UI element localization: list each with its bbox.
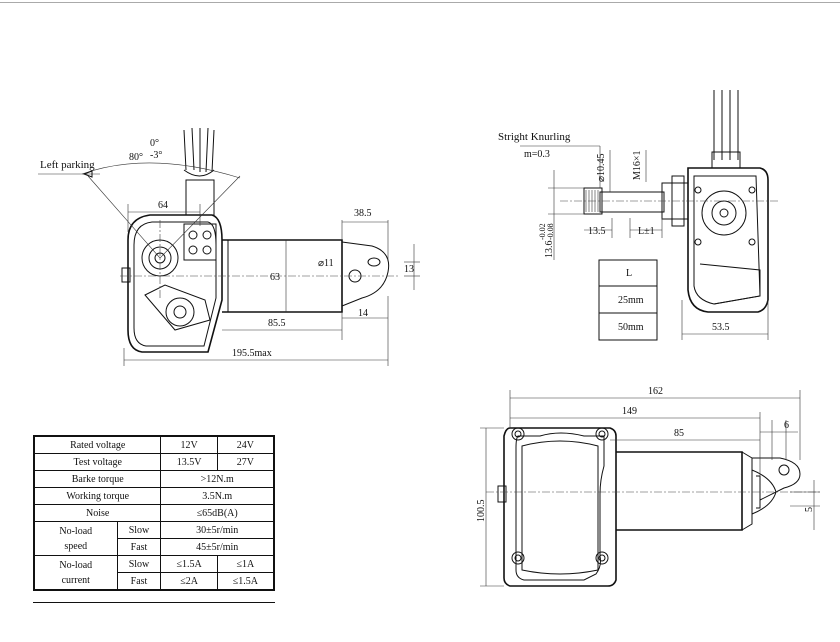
dim-d10-45-label: ⌀10.45 — [596, 153, 607, 182]
dim-53-5-label: 53.5 — [712, 322, 730, 333]
noise-label: Noise — [33, 504, 162, 522]
table-row: Noise ≤65dB(A) — [33, 504, 275, 522]
l-value-table: L 25mm 50mm — [598, 259, 658, 341]
table-row: Working torque 3.5N.m — [33, 487, 275, 505]
dim-195-5-label: 195.5max — [232, 348, 272, 359]
table-row: Fast 45±5r/min — [34, 538, 275, 556]
noload-current-slow-label: Slow — [116, 555, 162, 573]
spec-table: Rated voltage 12V 24V Test voltage 13.5V… — [33, 435, 275, 591]
dim-149-label: 149 — [622, 406, 637, 417]
noload-speed-label-line2: speed — [64, 540, 88, 552]
knurling-label: Stright Knurling — [498, 131, 571, 143]
left-parking-label: Left parking — [40, 159, 95, 171]
dim-13-6-tol-top: -0.02 — [538, 223, 547, 240]
noload-current-fast-24v: ≤1.5A — [216, 572, 275, 591]
l-table-header: L — [626, 268, 632, 279]
table-row: Rated voltage 12V 24V — [33, 435, 275, 454]
dim-5-label: 5 — [804, 507, 815, 512]
angle-0-label: 0° — [150, 138, 159, 149]
rated-voltage-label: Rated voltage — [33, 435, 162, 454]
l-table-row-2: 50mm — [618, 322, 644, 333]
dim-d11-label: ⌀11 — [318, 258, 334, 269]
noload-speed-slow-value: 30±5r/min — [160, 521, 275, 539]
noload-speed-fast-label: Fast — [116, 538, 162, 556]
table-row: Barke torque >12N.m — [33, 470, 275, 488]
noload-current-label-line2: current — [61, 574, 90, 586]
table-row: Test voltage 13.5V 27V — [33, 453, 275, 471]
dim-m16-label: M16×1 — [632, 150, 643, 180]
noload-speed-label-line1: No-load — [59, 525, 93, 537]
dim-13-5-label: 13.5 — [588, 226, 606, 237]
dim-6-label: 6 — [784, 420, 789, 431]
l-table-row-1: 25mm — [618, 295, 644, 306]
rated-voltage-24v: 24V — [216, 435, 275, 454]
dim-13-label: 13 — [404, 264, 414, 275]
brake-torque-value: >12N.m — [160, 470, 275, 488]
table-row: No-load current Slow ≤1.5A ≤1A — [33, 555, 275, 591]
top-rule — [0, 2, 840, 3]
knurling-m-label: m=0.3 — [524, 149, 550, 160]
noload-current-slow-12v: ≤1.5A — [160, 555, 218, 573]
working-torque-label: Working torque — [33, 487, 162, 505]
noise-value: ≤65dB(A) — [160, 504, 275, 522]
noload-speed-slow-label: Slow — [116, 521, 162, 539]
table-row: No-load speed Slow 30±5r/min — [33, 521, 275, 556]
dim-l-pm1-label: L±1 — [638, 226, 655, 237]
dim-14-label: 14 — [358, 308, 368, 319]
right-side-view: Stright Knurling m=0.3 ⌀10.45 M16×1 13.6… — [498, 90, 780, 341]
dim-38-5-label: 38.5 — [354, 208, 372, 219]
dim-13-6-tol-bottom: -0.08 — [546, 223, 555, 240]
noload-speed-fast-value: 45±5r/min — [160, 538, 275, 556]
rated-voltage-12v: 12V — [160, 435, 218, 454]
dim-100-5-label: 100.5 — [476, 500, 487, 523]
noload-current-label: No-load current — [33, 555, 118, 591]
noload-current-label-line1: No-load — [59, 559, 93, 571]
dim-162-label: 162 — [648, 386, 663, 397]
test-voltage-24v: 27V — [216, 453, 275, 471]
dim-85-5-label: 85.5 — [268, 318, 286, 329]
dim-63-label: 63 — [270, 272, 280, 283]
test-voltage-12v: 13.5V — [160, 453, 218, 471]
left-front-view: Left parking 80° 0° -3° 64 38.5 ⌀11 13 6… — [38, 127, 420, 366]
dim-13-6-label: 13.6 — [544, 241, 555, 259]
spec-table-underline — [33, 602, 275, 603]
table-row: Fast ≤2A ≤1.5A — [34, 572, 275, 591]
angle-minus3-label: -3° — [150, 150, 162, 161]
noload-current-fast-label: Fast — [116, 572, 162, 591]
noload-speed-label: No-load speed — [33, 521, 118, 556]
angle-80-label: 80° — [129, 152, 143, 163]
bottom-top-view: 162 149 85 6 100.5 5 — [476, 386, 820, 587]
noload-current-slow-24v: ≤1A — [216, 555, 275, 573]
dim-85-label: 85 — [674, 428, 684, 439]
test-voltage-label: Test voltage — [33, 453, 162, 471]
working-torque-value: 3.5N.m — [160, 487, 275, 505]
dim-64-label: 64 — [158, 200, 168, 211]
brake-torque-label: Barke torque — [33, 470, 162, 488]
noload-current-fast-12v: ≤2A — [160, 572, 218, 591]
